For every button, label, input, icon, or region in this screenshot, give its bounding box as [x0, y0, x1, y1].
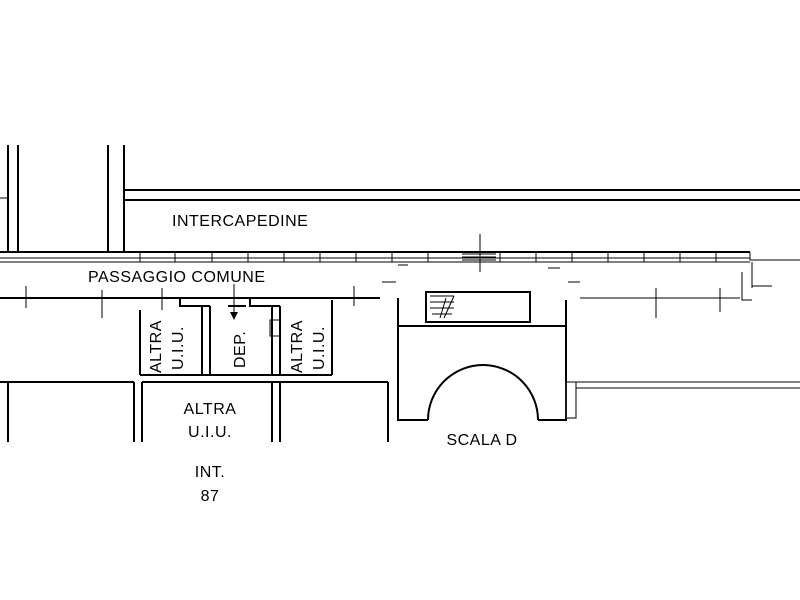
altra-right-label-line2: U.I.U. [311, 326, 328, 370]
altra-bottom-label-line2: U.I.U. [188, 424, 232, 441]
scala-d-stair [397, 291, 800, 421]
passaggio-comune-label: PASSAGGIO COMUNE [88, 269, 266, 286]
middle-units [139, 298, 333, 376]
right-outline [741, 252, 800, 301]
intercapedine-walls [123, 189, 800, 252]
deposito-label: DEP. [232, 331, 249, 368]
upper-left-rooms [0, 145, 125, 253]
altra-bottom-label-line1: ALTRA [184, 401, 237, 418]
interno-label-line2: 87 [201, 488, 220, 505]
altra-left-label-line1: ALTRA [148, 320, 165, 373]
altra-right-label-line1: ALTRA [289, 320, 306, 373]
grated-band [0, 234, 750, 272]
lower-rooms [0, 381, 389, 442]
intercapedine-label: INTERCAPEDINE [172, 213, 308, 230]
interno-label-line1: INT. [195, 464, 225, 481]
common-passage-wall [0, 281, 740, 318]
altra-left-label-line2: U.I.U. [170, 326, 187, 370]
scala-label: SCALA D [446, 432, 517, 449]
